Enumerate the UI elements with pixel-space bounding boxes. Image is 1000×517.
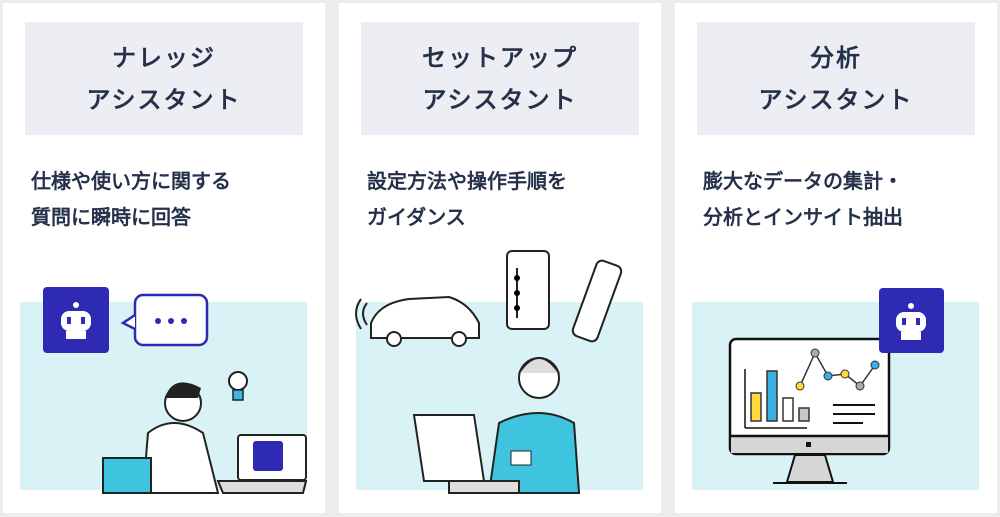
- title-line: アシスタント: [86, 85, 242, 114]
- smartphone-icon: [506, 250, 550, 330]
- laptop-icon: [412, 414, 520, 494]
- speech-bubble-icon: [120, 293, 209, 347]
- title-line: 分析: [810, 43, 862, 72]
- description-line: 設定方法や操作手順を: [367, 169, 567, 193]
- title-line: ナレッジ: [112, 43, 216, 72]
- device-remote-icon: [571, 259, 623, 343]
- description-line: 質問に瞬時に回答: [31, 205, 191, 229]
- card-description: 膨大なデータの集計・ 分析とインサイト抽出: [703, 163, 983, 235]
- description-line: 仕様や使い方に関する: [31, 169, 231, 193]
- analysis-illustration: [728, 288, 944, 484]
- bar-chart-icon: [744, 369, 810, 429]
- card-analysis-assistant: 分析 アシスタント 膨大なデータの集計・ 分析とインサイト抽出: [675, 3, 997, 513]
- lightbulb-icon: [228, 371, 248, 401]
- knowledge-illustration: [43, 287, 308, 494]
- robot-icon: [879, 288, 944, 353]
- title-line: アシスタント: [758, 85, 914, 114]
- card-title: ナレッジ アシスタント: [25, 22, 303, 135]
- title-line: アシスタント: [422, 85, 578, 114]
- line-chart-icon: [795, 348, 880, 424]
- card-description: 仕様や使い方に関する 質問に瞬時に回答: [31, 163, 311, 235]
- laptop-icon: [216, 434, 308, 494]
- description-line: ガイダンス: [367, 205, 466, 229]
- setup-illustration: [355, 250, 623, 494]
- description-line: 膨大なデータの集計・: [703, 169, 903, 193]
- car-icon: [355, 295, 480, 347]
- card-setup-assistant: セットアップ アシスタント 設定方法や操作手順を ガイダンス: [339, 3, 661, 513]
- card-description: 設定方法や操作手順を ガイダンス: [367, 163, 647, 235]
- monitor-icon: [728, 337, 891, 484]
- card-knowledge-assistant: ナレッジ アシスタント 仕様や使い方に関する 質問に瞬時に回答: [3, 3, 325, 513]
- title-line: セットアップ: [422, 43, 578, 72]
- card-title: 分析 アシスタント: [697, 22, 975, 135]
- person-icon: [102, 382, 220, 494]
- person-icon: [487, 357, 581, 494]
- description-line: 分析とインサイト抽出: [703, 205, 903, 229]
- card-title: セットアップ アシスタント: [361, 22, 639, 135]
- robot-icon: [43, 287, 109, 353]
